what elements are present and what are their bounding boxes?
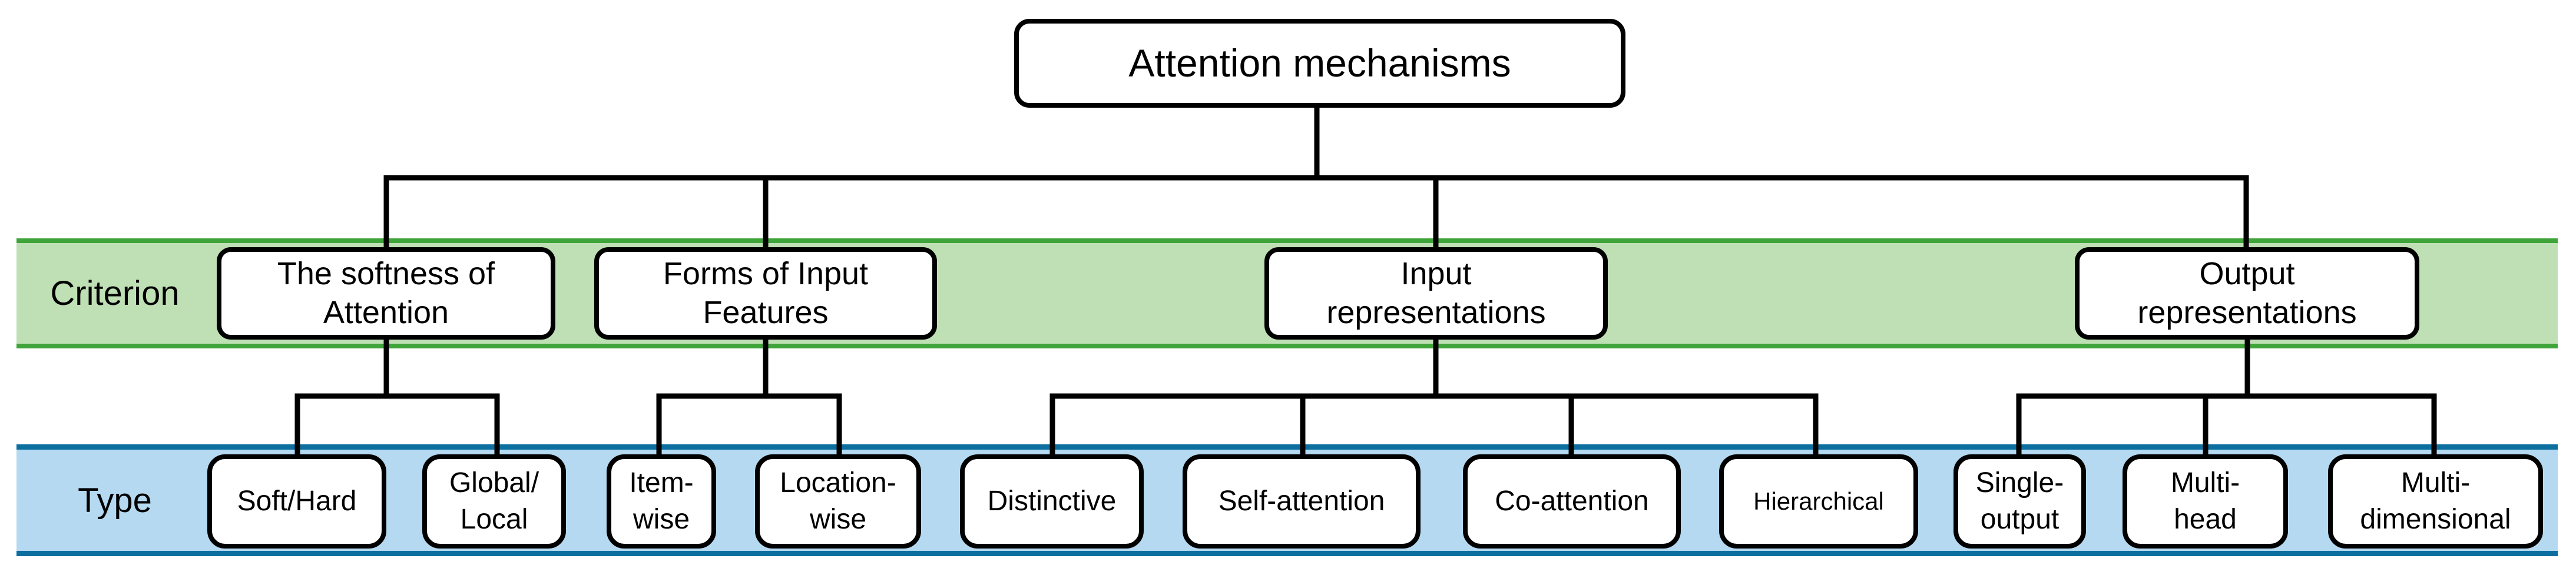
node-multi-dimensional: Multi- dimensional — [2328, 454, 2543, 549]
criterion-row-label: Criterion — [50, 274, 180, 313]
node-soft-hard: Soft/Hard — [207, 454, 386, 549]
node-self-attention: Self-attention — [1183, 454, 1421, 549]
node-hierarchical: Hierarchical — [1719, 454, 1918, 549]
node-multi-head: Multi- head — [2123, 454, 2288, 549]
node-global-local: Global/ Local — [422, 454, 566, 549]
node-co-attention: Co-attention — [1463, 454, 1681, 549]
type-row-label: Type — [78, 481, 152, 520]
node-location-wise: Location- wise — [755, 454, 921, 549]
node-input-representations: Input representations — [1264, 247, 1608, 340]
node-distinctive: Distinctive — [960, 454, 1144, 549]
node-attention-mechanisms: Attention mechanisms — [1014, 19, 1625, 108]
node-item-wise: Item- wise — [607, 454, 716, 549]
node-output-representations: Output representations — [2075, 247, 2419, 340]
node-single-output: Single- output — [1953, 454, 2086, 549]
node-forms-of-input-features: Forms of Input Features — [594, 247, 937, 340]
node-the-softness-of-attention: The softness of Attention — [217, 247, 555, 340]
